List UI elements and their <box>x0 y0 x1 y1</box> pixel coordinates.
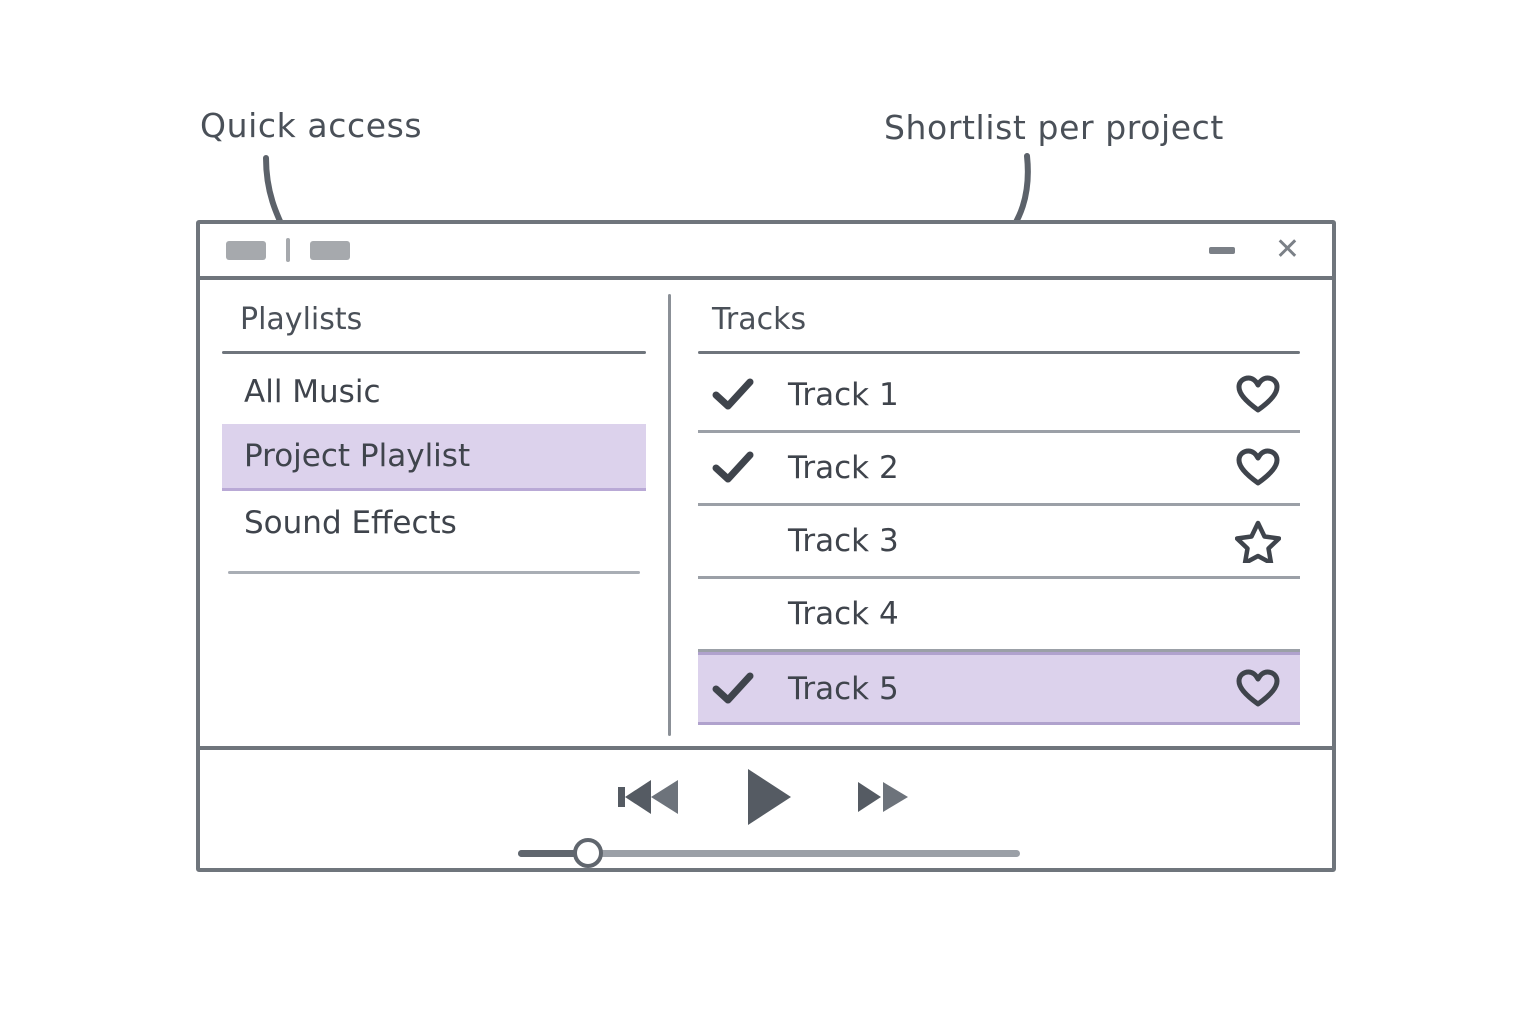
tracks-heading: Tracks <box>712 302 807 337</box>
playlist-item-project-playlist[interactable]: Project Playlist <box>222 424 646 491</box>
transport-controls <box>200 750 1332 828</box>
tracks-panel: Tracks Track 1 <box>668 280 1332 746</box>
playlist-item-sound-effects[interactable]: Sound Effects <box>244 505 457 541</box>
check-icon[interactable] <box>702 451 788 485</box>
app-window: ✕ Playlists All Music Project Playlist S… <box>196 220 1336 872</box>
playlists-bottom-rule <box>228 571 640 574</box>
track-label: Track 1 <box>788 377 899 413</box>
track-label: Track 5 <box>788 670 899 707</box>
tracks-heading-rule <box>698 351 1300 354</box>
playlist-item-all-music[interactable]: All Music <box>244 374 381 410</box>
track-label: Track 2 <box>788 450 899 486</box>
fast-forward-icon[interactable] <box>856 775 914 819</box>
quick-access-chip-right[interactable] <box>310 240 350 260</box>
annotation-shortlist-per-project: Shortlist per project <box>884 108 1224 147</box>
quick-access-divider <box>286 238 290 262</box>
progress-track-filled <box>518 850 589 857</box>
window-controls: ✕ <box>1208 232 1314 267</box>
playlists-heading-rule <box>222 351 646 354</box>
minimize-button[interactable] <box>1208 246 1235 254</box>
player-footer <box>200 750 1332 868</box>
table-row[interactable]: Track 1 <box>698 360 1300 433</box>
panel-divider <box>668 294 671 736</box>
heart-icon[interactable] <box>1230 448 1286 488</box>
playlists-panel: Playlists All Music Project Playlist Sou… <box>200 280 668 746</box>
play-icon[interactable] <box>742 766 794 828</box>
track-label: Track 4 <box>788 596 899 632</box>
progress-knob[interactable] <box>573 838 604 868</box>
progress-track[interactable] <box>518 850 1020 857</box>
window-body: Playlists All Music Project Playlist Sou… <box>200 280 1332 750</box>
heart-icon[interactable] <box>1230 375 1286 415</box>
table-row[interactable]: Track 4 <box>698 579 1300 652</box>
quick-access-chip-left[interactable] <box>226 240 266 260</box>
check-icon[interactable] <box>702 378 788 412</box>
rewind-icon[interactable] <box>618 775 680 819</box>
star-icon[interactable] <box>1230 519 1286 563</box>
title-bar: ✕ <box>200 224 1332 280</box>
playlists-heading: Playlists <box>240 302 363 337</box>
table-row[interactable]: Track 5 <box>698 652 1300 725</box>
track-label: Track 3 <box>788 523 899 559</box>
check-icon[interactable] <box>702 672 788 706</box>
heart-icon[interactable] <box>1230 669 1286 709</box>
close-icon[interactable]: ✕ <box>1274 232 1300 267</box>
progress-slider[interactable] <box>518 838 1020 868</box>
table-row[interactable]: Track 3 <box>698 506 1300 579</box>
annotation-quick-access: Quick access <box>200 106 423 145</box>
table-row[interactable]: Track 2 <box>698 433 1300 506</box>
